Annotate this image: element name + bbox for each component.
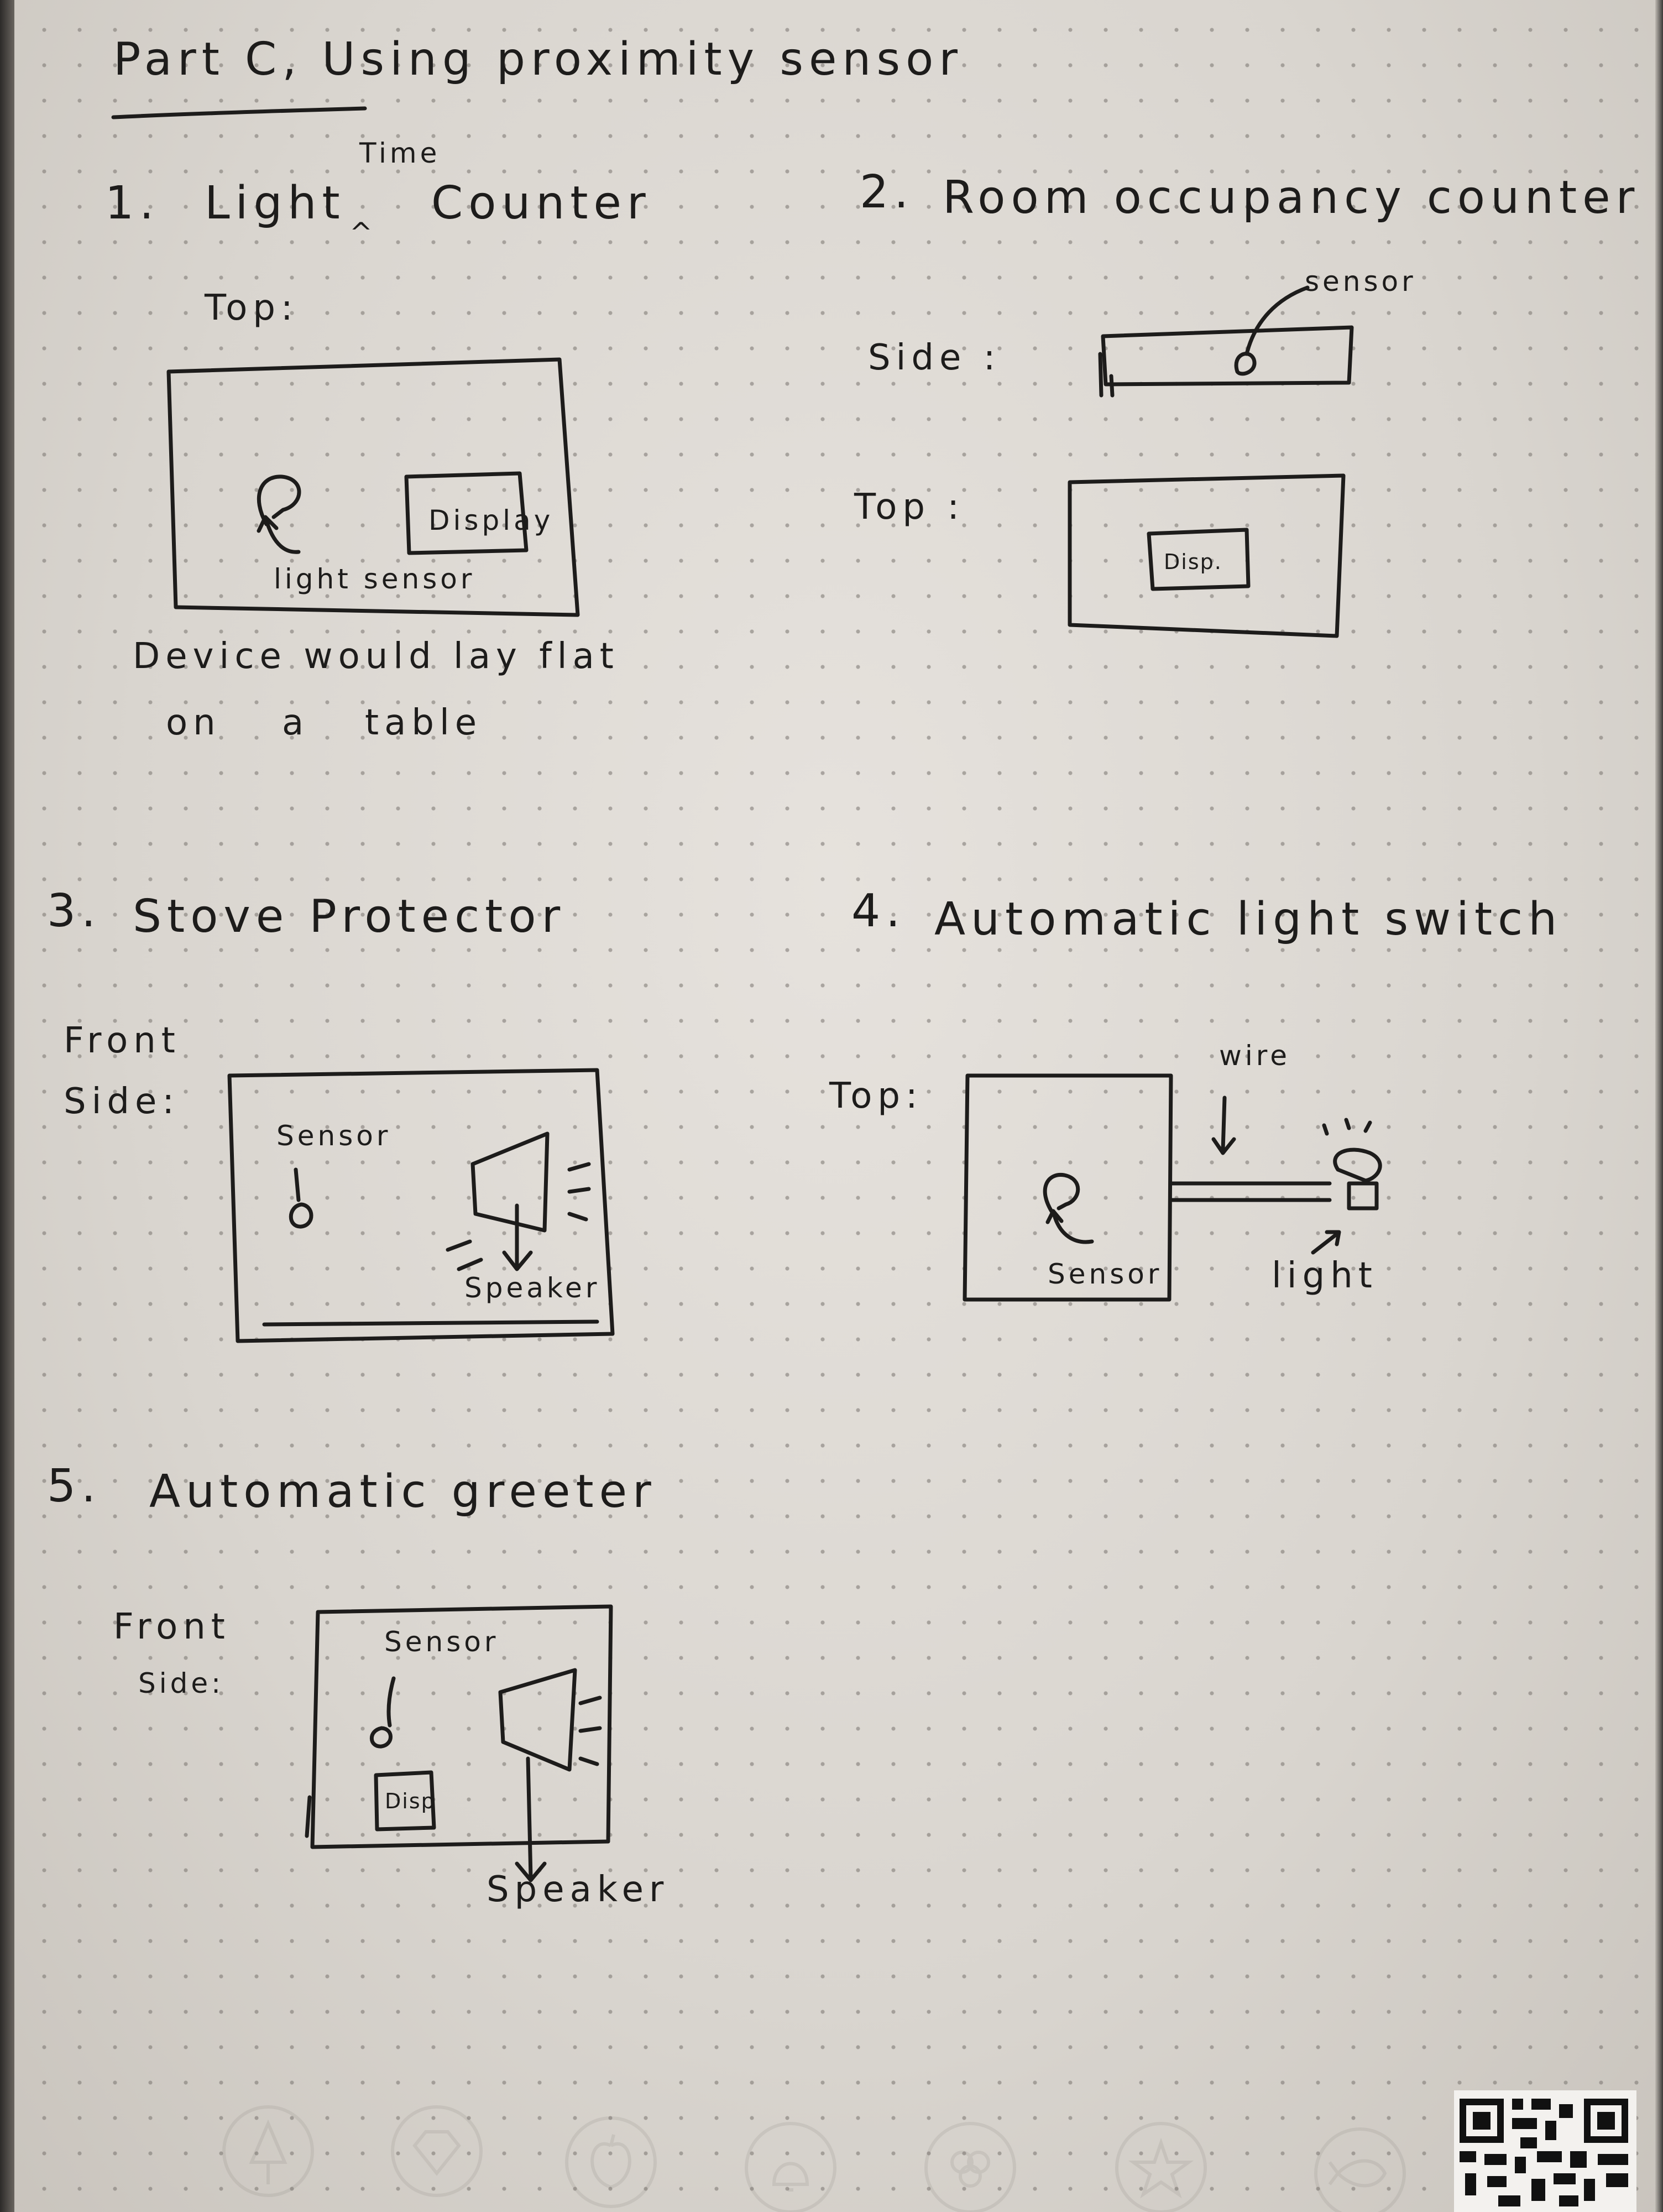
display-box [404, 471, 529, 555]
section-5-view-label-2: Side: [138, 1667, 224, 1699]
greeter-device-outline [310, 1604, 613, 1849]
sensor-symbol [369, 1726, 393, 1749]
display-box [1147, 528, 1251, 591]
speaker-pointer [515, 1756, 547, 1882]
sensor-symbol [289, 1202, 313, 1229]
section-1-note-line-2a: on [166, 702, 221, 743]
top-view-outline [1068, 473, 1346, 638]
wire [1169, 1181, 1332, 1202]
section-1-insert-caret: ^ [349, 217, 376, 249]
section-1-sensor-label: light sensor [274, 563, 475, 595]
light-base [1347, 1181, 1379, 1211]
light-sensor-arrow [257, 515, 301, 554]
side-door-mark [1098, 352, 1115, 398]
section-3-title: Stove Protector [133, 890, 566, 943]
section-1-view-label: Top: [205, 288, 299, 328]
section-1-display-label: Display [428, 504, 554, 536]
sensor-pointer [1244, 285, 1310, 356]
section-5-sensor-label: Sensor [384, 1626, 499, 1658]
gem-icon [387, 2101, 487, 2203]
page-edge-left [0, 0, 14, 2212]
section-2-title: Room occupancy counter [943, 171, 1640, 224]
section-1-note-line-1: Device would lay flat [133, 636, 619, 677]
light-rays [1322, 1118, 1372, 1136]
switch-device-outline [963, 1073, 1173, 1302]
section-4-sensor-label: Sensor [1048, 1258, 1163, 1290]
apple-icon [561, 2112, 661, 2212]
light-sensor-symbol [257, 474, 301, 526]
device-outline [166, 357, 580, 617]
section-3-number: 3. [47, 885, 102, 937]
section-2-sensor-label: sensor [1305, 265, 1416, 298]
section-1-note-line-2b: a [282, 702, 310, 743]
star-icon [1111, 2118, 1211, 2212]
section-1-title-counter: Counter [431, 177, 651, 229]
speaker-sound-lines [578, 1695, 602, 1766]
sensor-lead [294, 1167, 301, 1202]
sensor-symbol [1043, 1172, 1080, 1216]
speaker-cone [498, 1668, 577, 1772]
section-2-side-label: Side : [868, 337, 1001, 378]
section-5-title: Automatic greeter [149, 1465, 657, 1518]
stove-device-outline [227, 1068, 615, 1343]
tree-icon [218, 2101, 318, 2203]
display-box [374, 1770, 436, 1832]
section-5-view-label-1: Front [113, 1606, 231, 1647]
light-bulb [1333, 1147, 1382, 1183]
greeter-left-mark [305, 1795, 312, 1838]
section-2-number: 2. [860, 166, 914, 218]
qr-code [1454, 2090, 1636, 2212]
qr-code-pattern [1460, 2099, 1628, 2206]
section-4-number: 4. [851, 885, 906, 937]
section-1-note-line-2c: table [365, 702, 483, 743]
section-4-wire-label: wire [1219, 1040, 1291, 1072]
section-3-speaker-label: Speaker [464, 1272, 600, 1304]
wire-pointer [1211, 1095, 1236, 1155]
section-2-display-label: Disp. [1164, 550, 1222, 574]
section-2-top-label: Top : [854, 487, 965, 528]
section-3-view-label-2: Side: [64, 1081, 180, 1122]
section-5-number: 5. [47, 1460, 102, 1512]
speaker-pointer [502, 1203, 533, 1271]
light-pointer [1311, 1230, 1341, 1255]
section-4-title: Automatic light switch [934, 893, 1563, 946]
bell-icon [741, 2118, 840, 2212]
section-1-insert-time: Time [359, 137, 441, 169]
sensor-lead [386, 1676, 396, 1728]
section-4-view-label: Top: [829, 1076, 923, 1117]
page-edge-right [1655, 0, 1663, 2212]
fish-icon [1310, 2124, 1410, 2212]
sensor-arrow [1045, 1209, 1094, 1244]
clover-icon [921, 2118, 1020, 2212]
section-5-display-label: Disp [385, 1789, 436, 1813]
stove-baseline [262, 1319, 599, 1327]
section-3-view-label-1: Front [64, 1020, 181, 1061]
section-4-light-label: light [1272, 1255, 1378, 1296]
sensor-symbol [1234, 352, 1257, 376]
page-heading: Part C, Using proximity sensor [113, 33, 964, 86]
speaker-sound-lines [567, 1162, 591, 1222]
section-5-speaker-label: Speaker [487, 1869, 670, 1910]
section-1-title-light: Light [205, 177, 346, 229]
hint-lines [446, 1239, 483, 1271]
section-1-number: 1. [105, 177, 160, 229]
speaker-cone [470, 1131, 550, 1233]
section-3-sensor-label: Sensor [276, 1120, 391, 1152]
side-view-outline [1101, 325, 1354, 387]
